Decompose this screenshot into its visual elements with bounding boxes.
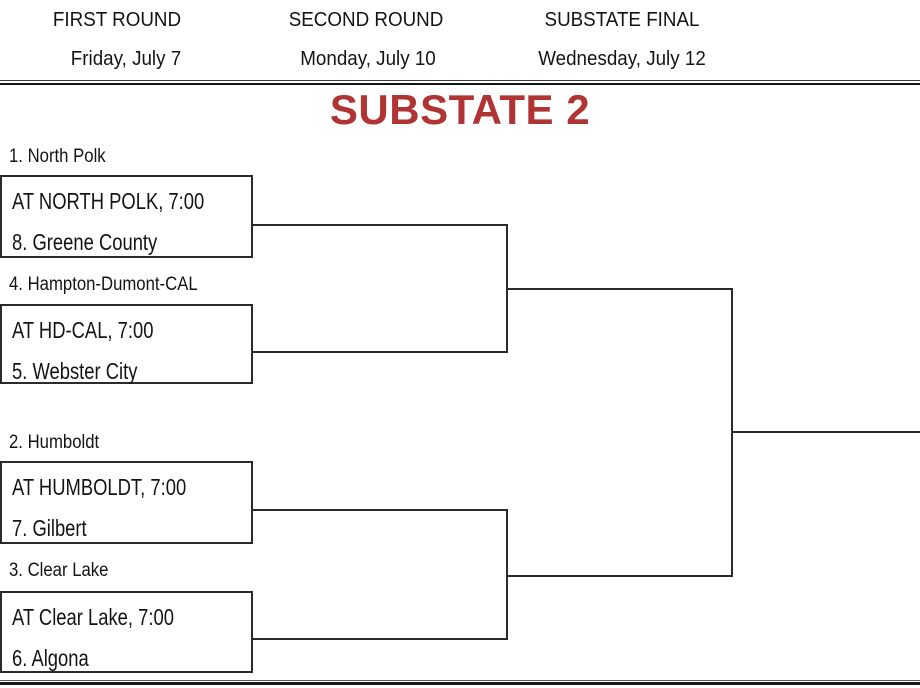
matchup-box-2: AT HD-CAL, 7:00 5. Webster City [0,304,253,384]
venue-label: AT NORTH POLK, 7:00 [12,188,205,214]
bottom-divider-thick [0,682,920,685]
seed-label-hampton-dumont-cal: 4. Hampton-Dumont-CAL [9,274,198,295]
round-header-final: SUBSTATE FINAL [544,9,700,31]
seed-label-clear-lake: 3. Clear Lake [9,560,109,581]
bracket-title: SUBSTATE 2 [329,86,591,133]
connector-line [251,638,508,640]
connector-line [251,224,508,226]
round-header-first: FIRST ROUND [52,9,182,31]
connector-line [251,351,508,353]
connector-line [251,509,508,511]
connector-line [731,431,920,433]
header-divider-thick [0,83,920,85]
seed-label-webster-city: 5. Webster City [12,358,138,384]
round-date-first: Friday, July 7 [70,48,182,70]
matchup-box-3: AT HUMBOLDT, 7:00 7. Gilbert [0,461,253,544]
connector-line [506,509,508,640]
connector-line [506,288,733,290]
round-date-final: Wednesday, July 12 [538,48,706,70]
venue-label: AT HUMBOLDT, 7:00 [12,474,187,500]
matchup-box-4: AT Clear Lake, 7:00 6. Algona [0,591,253,673]
seed-label-greene-county: 8. Greene County [12,229,158,255]
seed-label-humboldt: 2. Humboldt [9,432,100,453]
connector-line [506,575,733,577]
round-date-second: Monday, July 10 [300,48,436,70]
venue-label: AT Clear Lake, 7:00 [12,604,174,630]
round-header-second: SECOND ROUND [288,9,444,31]
seed-label-algona: 6. Algona [12,645,89,671]
header-divider-thin [0,80,920,81]
seed-label-north-polk: 1. North Polk [9,146,106,167]
seed-label-gilbert: 7. Gilbert [12,515,87,541]
matchup-box-1: AT NORTH POLK, 7:00 8. Greene County [0,175,253,258]
bottom-divider-thin [0,680,920,681]
venue-label: AT HD-CAL, 7:00 [12,317,154,343]
